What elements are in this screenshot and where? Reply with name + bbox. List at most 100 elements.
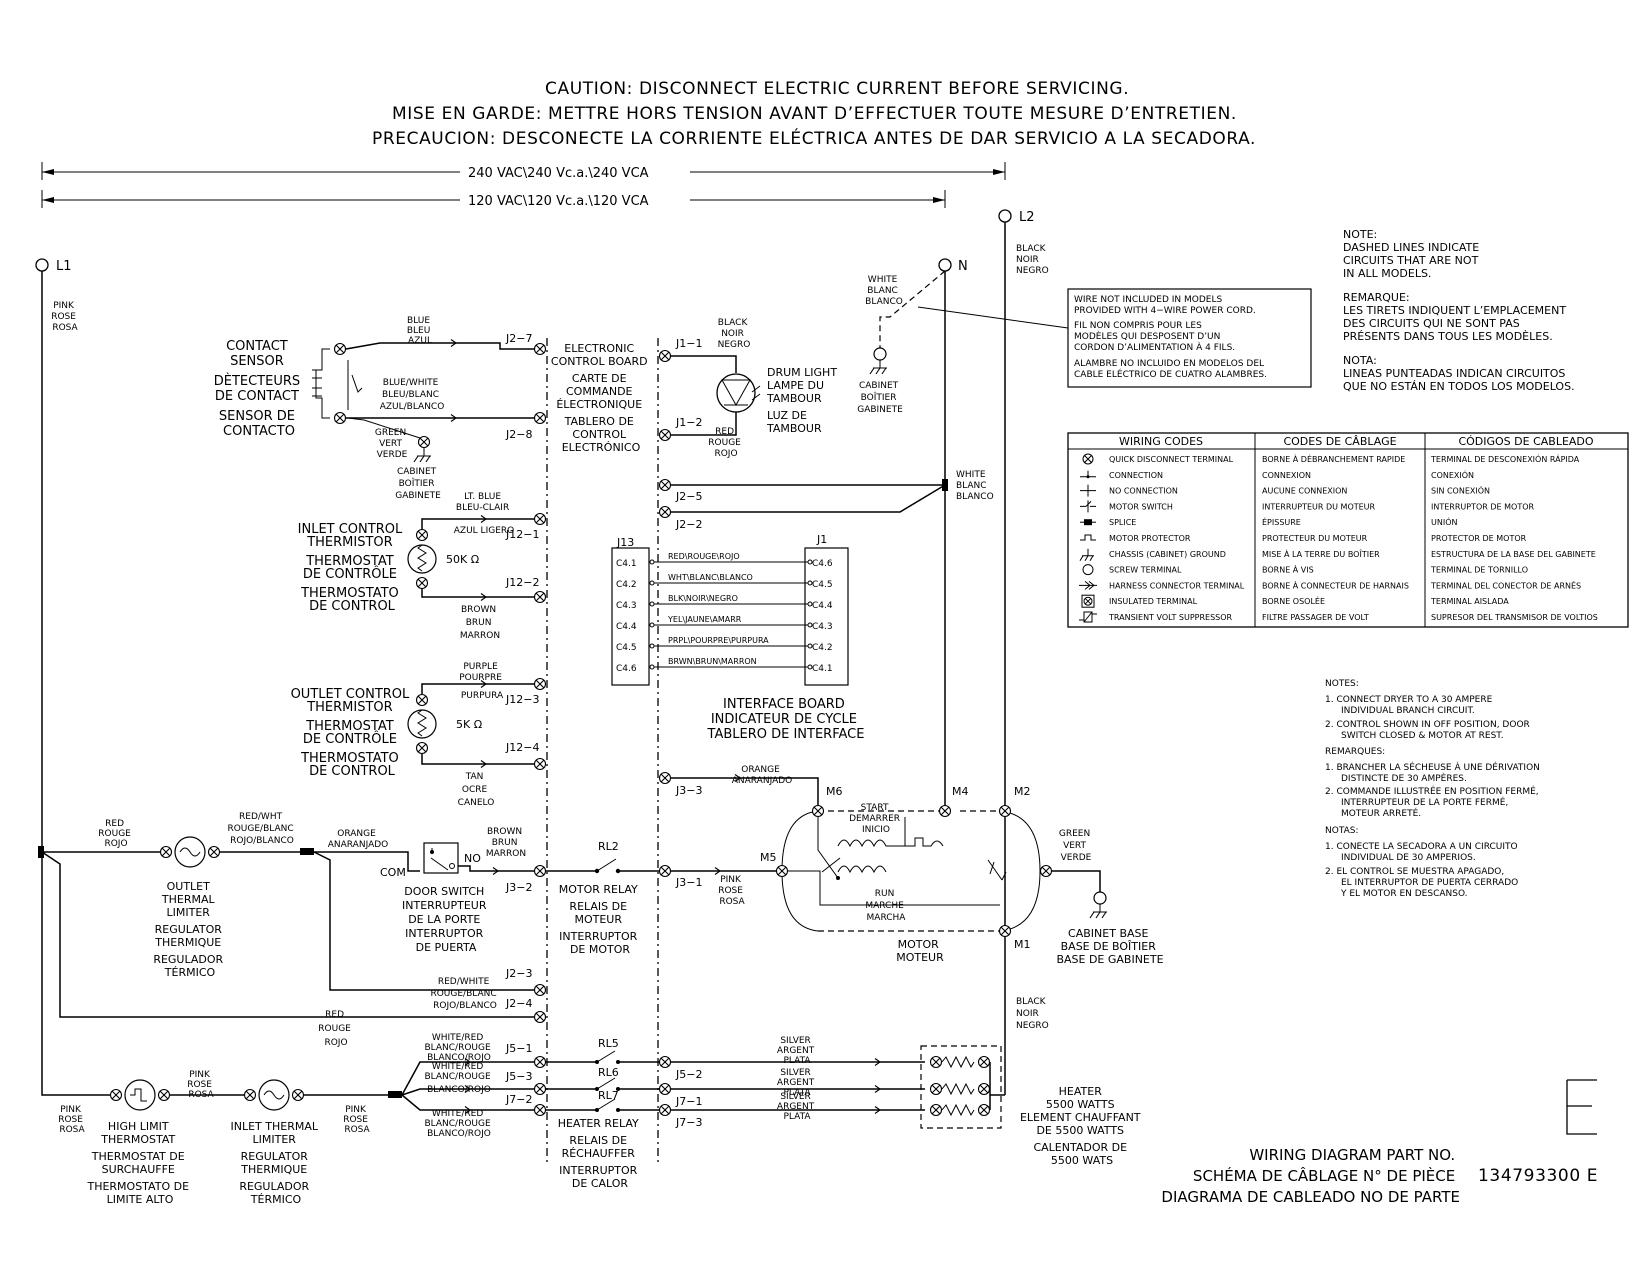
pin-j5-1: J5−1 bbox=[505, 1042, 532, 1055]
codes-cell: NO CONNECTION bbox=[1109, 487, 1178, 496]
connection-icon bbox=[1080, 470, 1096, 479]
codes-cell: TERMINAL AISLADA bbox=[1430, 597, 1509, 606]
inlet-thermistor-label: INLET CONTROL THERMISTOR THERMOSTAT DE C… bbox=[298, 522, 407, 614]
pin-j7-3: J7−3 bbox=[675, 1116, 702, 1129]
codes-cell: PROTECTEUR DU MOTEUR bbox=[1262, 534, 1368, 543]
pin-j3-1: J3−1 bbox=[675, 876, 702, 889]
svg-text:BROWN BRUN MARRON: BROWN BRUN MARRON bbox=[486, 827, 526, 859]
svg-text:RUN MARCHE MARCHA: RUN MARCHE MARCHA bbox=[865, 889, 906, 923]
door-switch-label: DOOR SWITCH INTERRUPTEUR DE LA PORTE INT… bbox=[402, 885, 490, 954]
codes-cell: MISE À LA TERRE DU BOÎTIER bbox=[1262, 548, 1380, 559]
svg-text:GREEN VERT VERDE: GREEN VERT VERDE bbox=[375, 428, 409, 460]
pin-j1-1: J1−1 bbox=[675, 337, 702, 350]
harness-pin-right: C4.3 bbox=[812, 622, 833, 632]
svg-text:LT. BLUE BLEU-CLAIR: LT. BLUE BLEU-CLAIR AZUL LIGERO bbox=[454, 492, 514, 536]
codes-cell: PROTECTOR DE MOTOR bbox=[1431, 534, 1527, 543]
svg-text:ORANGE ANARANJADO: ORANGE ANARANJADO bbox=[732, 765, 793, 786]
pin-j2-7: J2−7 bbox=[505, 332, 532, 345]
l2-terminal bbox=[998, 209, 1012, 223]
motor-m5: M5 bbox=[760, 851, 777, 864]
j13-label: J13 bbox=[616, 536, 634, 549]
l1-terminal bbox=[35, 258, 49, 272]
codes-cell: CHASSIS (CABINET) GROUND bbox=[1109, 550, 1226, 559]
silver-wires bbox=[671, 1061, 925, 1111]
harness-pin-left: C4.4 bbox=[616, 622, 637, 632]
codes-cell: HARNESS CONNECTOR TERMINAL bbox=[1109, 581, 1245, 590]
l2-wire-label: BLACK NOIR NEGRO bbox=[1016, 244, 1049, 276]
door-switch-no: NO bbox=[464, 852, 481, 865]
l1-red-tap bbox=[41, 851, 540, 1018]
codes-header-es: CÓDIGOS DE CABLEADO bbox=[1458, 435, 1593, 448]
pin-j12-1: J12−1 bbox=[505, 528, 539, 541]
codes-row: MOTOR PROTECTOR PROTECTEUR DU MOTEUR PROTE… bbox=[1080, 534, 1527, 543]
orange-splice bbox=[300, 848, 314, 855]
codes-cell: TERMINAL DE TORNILLO bbox=[1430, 566, 1528, 575]
svg-text:SILVER ARGENT PLATA: SILVER ARGENT PLATA bbox=[777, 1092, 817, 1122]
inlet-thermistor: 50K Ω INLET CONTROL THERMISTOR THERMOSTA… bbox=[298, 492, 540, 641]
inlet-limiter-label: INLET THERMAL LIMITER REGULATOR THERMIQU… bbox=[231, 1120, 322, 1206]
svg-text:ORANGE ANARANJADO: ORANGE ANARANJADO bbox=[328, 829, 389, 850]
motor-label: MOTOR MOTEUR bbox=[896, 938, 944, 964]
svg-text:PINK ROSE ROSA: PINK ROSE ROSA bbox=[718, 875, 746, 907]
harness-pin-right: C4.1 bbox=[812, 664, 833, 674]
pin-j7-2: J7−2 bbox=[505, 1093, 532, 1106]
neutral-splice bbox=[942, 479, 948, 491]
svg-text:BROWN BRUN MARRON: BROWN BRUN MARRON bbox=[460, 605, 500, 641]
harness-pin-left: C4.5 bbox=[616, 643, 637, 653]
codes-cell: MOTOR SWITCH bbox=[1109, 502, 1173, 511]
no-connection-icon bbox=[1080, 484, 1096, 497]
pin-j3-3: J3−3 bbox=[675, 784, 702, 797]
harness-connector-icon bbox=[1079, 581, 1097, 590]
outlet-ohms: 5K Ω bbox=[456, 718, 482, 731]
harness-pin-left: C4.2 bbox=[616, 580, 637, 590]
svg-text:WHITE BLANC BLANCO: WHITE BLANC BLANCO bbox=[865, 275, 903, 307]
harness-pin-right: C4.5 bbox=[812, 580, 833, 590]
svg-text:BLACK NOIR NEGRO: BLACK NOIR NEGRO bbox=[1016, 997, 1049, 1031]
harness-pin-right: C4.6 bbox=[812, 559, 833, 569]
wire-note-box: WIRE NOT INCLUDED IN MODELS PROVIDED WIT… bbox=[917, 288, 1312, 388]
svg-text:PURPLE POURPRE PUR: PURPLE POURPRE PURPURA bbox=[459, 662, 505, 701]
codes-cell: CONNECTION bbox=[1109, 471, 1163, 480]
heater-feed-wires bbox=[401, 1061, 534, 1111]
l2-label: L2 bbox=[1019, 210, 1035, 225]
codes-header-en: WIRING CODES bbox=[1119, 435, 1203, 448]
svg-text:GREEN VERT VERDE: GREEN VERT VERDE bbox=[1059, 829, 1093, 863]
codes-cell: MOTOR PROTECTOR bbox=[1109, 534, 1191, 543]
caution-line-es: PRECAUCION: DESCONECTE LA CORRIENTE ELÉC… bbox=[372, 127, 1256, 149]
pin-j12-3: J12−3 bbox=[505, 693, 539, 706]
orange-m6-wire bbox=[671, 777, 819, 805]
svg-text:RED/WHITE ROUGE/BLANC: RED/WHITE ROUGE/BLANC ROJO/BLANCO bbox=[430, 977, 499, 1011]
pin-j2-8: J2−8 bbox=[505, 428, 532, 441]
harness-pin-left: C4.1 bbox=[616, 559, 637, 569]
relay-rl7: RL7 bbox=[598, 1089, 619, 1102]
codes-cell: SUPRESOR DEL TRANSMISOR DE VOLTIOS bbox=[1431, 613, 1598, 622]
high-limit-label: HIGH LIMIT THERMOSTAT THERMOSTAT DE SURC… bbox=[86, 1120, 192, 1206]
heater-label: HEATER 5500 WATTS ELEMENT CHAUFFANT DE 5… bbox=[1020, 1085, 1144, 1167]
chassis-ground-icon bbox=[1079, 548, 1094, 562]
svg-text:TAN OCRE CANELO: TAN OCRE CANELO bbox=[458, 772, 495, 808]
codes-row: NO CONNECTION AUCUNE CONNEXION SIN CONEXIÓ… bbox=[1080, 484, 1490, 497]
harness-wire-label: WHT\BLANC\BLANCO bbox=[668, 573, 753, 582]
l1-wire-label: PINK ROSE ROSA bbox=[51, 301, 79, 333]
neutral-tap-wires bbox=[671, 484, 946, 513]
svg-text:CABINET BOÎTIER GA: CABINET BOÎTIER GABINETE bbox=[857, 381, 903, 415]
outlet-thermistor-label: OUTLET CONTROL THERMISTOR THERMOSTAT DE … bbox=[291, 687, 414, 779]
harness-wire-label: PRPL\POURPRE\PURPURA bbox=[668, 636, 769, 645]
codes-cell: SIN CONEXIÓN bbox=[1431, 485, 1490, 496]
harness-pin-left: C4.3 bbox=[616, 601, 637, 611]
codes-header-fr: CODES DE CÂBLAGE bbox=[1283, 435, 1396, 448]
pin-j1-2: J1−2 bbox=[675, 416, 702, 429]
svg-text:WHITE/RED BLANC/ROUGE: WHITE/RED BLANC/ROUGE BLANCO/ROJO bbox=[424, 1062, 493, 1095]
harness-pin-right: C4.2 bbox=[812, 643, 833, 653]
codes-cell: AUCUNE CONNEXION bbox=[1262, 487, 1347, 496]
drum-light: J1−1 J1−2 BLACK NOIR NEGRO RED ROUGE ROJ… bbox=[658, 318, 837, 459]
contact-sensor: CONTACT SENSOR DÈTECTEURS DE CONTACT SEN… bbox=[214, 316, 540, 501]
